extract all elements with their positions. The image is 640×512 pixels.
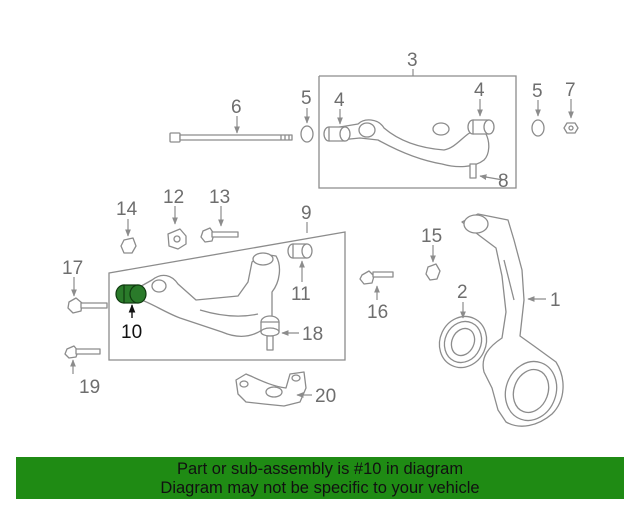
callout-11: 11 [291,284,311,305]
info-banner: Part or sub-assembly is #10 in diagram D… [16,457,624,499]
part-2-seal [438,302,488,369]
part-17-bolt [67,277,108,314]
callout-5-right: 5 [532,81,543,102]
callout-9: 9 [301,203,312,224]
callout-8: 8 [498,171,509,192]
callout-17: 17 [62,258,83,279]
part-20-bracket [235,371,312,407]
part-7-nut [563,99,579,134]
upper-arm-box [318,69,517,189]
part-15-nut [425,245,441,281]
callout-15: 15 [421,226,442,247]
callout-13: 13 [209,187,230,208]
callout-12: 12 [163,187,184,208]
part-4-bushing-right [467,99,495,135]
callout-20: 20 [315,386,336,407]
part-4-bushing-left [323,109,351,142]
part-12-cam [167,206,187,250]
part-5-washer-left [300,108,314,143]
callout-18: 18 [302,324,323,345]
part-6-long-bolt [169,116,293,143]
callout-5-left: 5 [301,88,312,109]
callout-1: 1 [550,290,561,311]
callout-labels: 1 2 3 4 4 5 5 6 7 8 9 10 11 12 13 14 15 … [62,50,576,407]
callout-14: 14 [116,199,138,220]
part-1-steering-knuckle [461,213,564,427]
callout-4-left: 4 [334,90,345,111]
callout-19: 19 [79,377,100,398]
upper-control-arm [332,119,504,181]
lower-control-arm [135,252,281,337]
callout-2: 2 [457,282,468,303]
callout-6: 6 [231,97,242,118]
part-13-bolt [200,206,239,243]
part-10-bushing-highlighted [115,284,147,318]
lower-arm-box [108,222,346,361]
callout-10: 10 [121,322,142,343]
part-18-ball-joint [260,315,299,351]
part-5-washer-right [531,100,545,137]
banner-line-1: Part or sub-assembly is #10 in diagram [176,460,464,478]
part-19-bolt [64,345,101,374]
callout-3: 3 [407,50,418,71]
part-11-bushing [287,243,313,282]
callout-7: 7 [565,80,576,101]
callout-16: 16 [367,302,388,323]
banner-line-2: Diagram may not be specific to your vehi… [160,479,480,497]
part-16-bolt [359,270,394,300]
callout-4-right: 4 [474,80,485,101]
part-14-nut [120,219,137,254]
